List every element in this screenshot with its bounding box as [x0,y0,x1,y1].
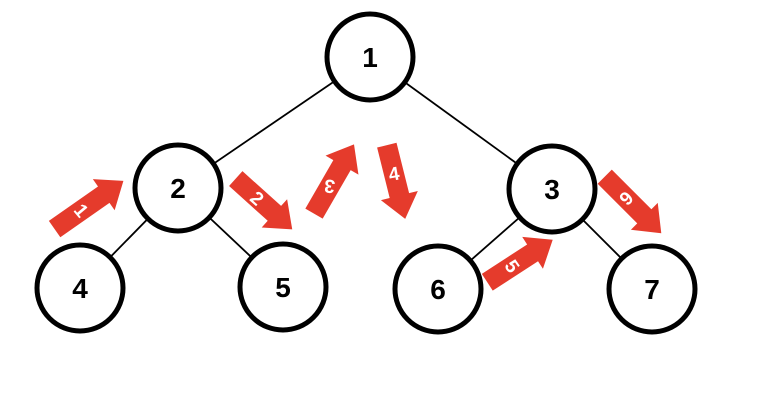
tree-node-2: 2 [132,142,224,234]
tree-node-circle-5 [237,241,329,333]
traversal-arrow-6: 6 [597,169,662,234]
traversal-arrow-label-3: 3 [323,174,336,196]
traversal-arrow-shape-1 [48,179,124,238]
tree-node-circle-7 [606,243,698,335]
traversal-arrow-shape-5 [481,236,553,291]
traversal-arrow-shape-2 [229,171,293,230]
tree-node-label-1: 1 [362,42,378,73]
traversal-arrow-label-4: 4 [387,163,401,186]
traversal-arrow-2: 2 [229,171,293,230]
tree-node-label-6: 6 [430,274,446,305]
tree-node-label-7: 7 [644,274,660,305]
traversal-arrow-shape-3 [305,144,359,219]
traversal-arrow-4: 4 [377,142,418,219]
tree-node-5: 5 [237,241,329,333]
tree-node-label-3: 3 [544,174,560,205]
tree-node-circle-6 [392,243,484,335]
tree-node-3: 3 [506,143,598,235]
traversal-arrow-3: 3 [305,144,359,219]
tree-node-6: 6 [392,243,484,335]
traversal-arrow-5: 5 [481,236,553,291]
tree-node-circle-2 [132,142,224,234]
traversal-arrow-1: 1 [48,179,124,238]
tree-node-label-2: 2 [170,173,186,204]
traversal-arrow-shape-4 [377,142,418,219]
tree-node-circle-1 [324,11,416,103]
tree-node-7: 7 [606,243,698,335]
tree-node-circle-3 [506,143,598,235]
tree-node-label-4: 4 [72,273,88,304]
tree-node-label-5: 5 [275,272,291,303]
tree-node-1: 1 [324,11,416,103]
tree-node-4: 4 [34,242,126,334]
tree-node-circle-4 [34,242,126,334]
traversal-arrow-shape-6 [597,169,662,234]
